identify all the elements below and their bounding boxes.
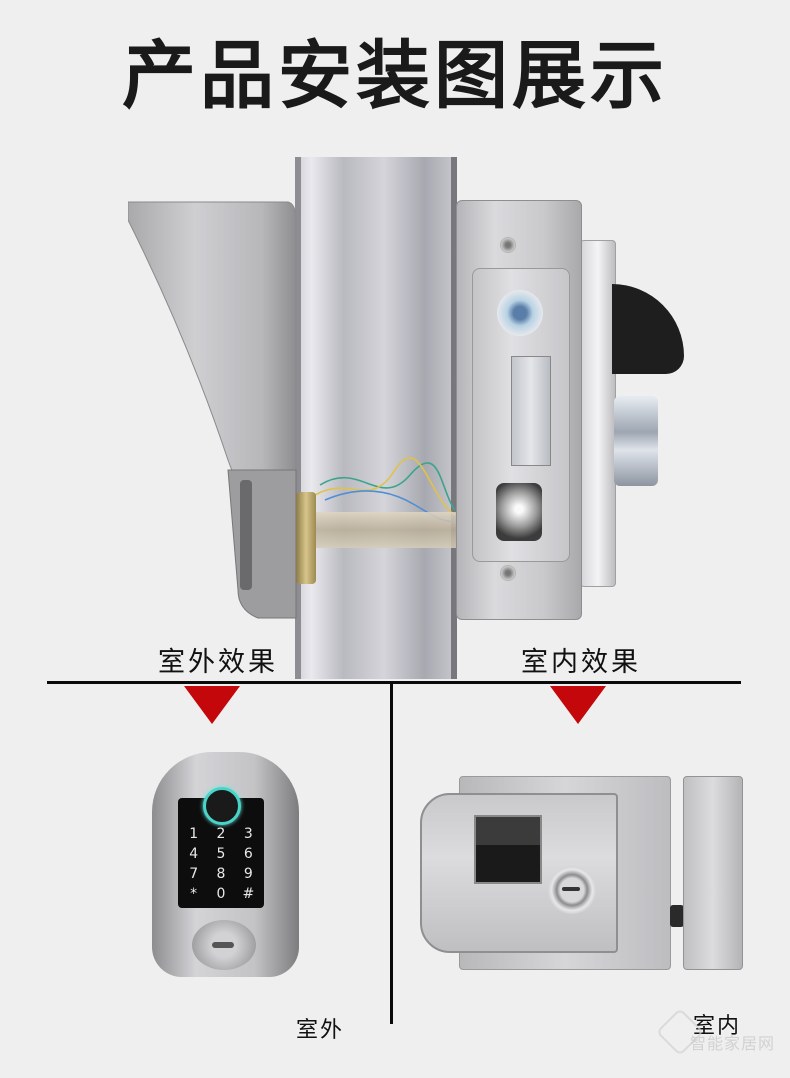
keypad-grid: 1 2 3 4 5 6 7 8 9 * 0 # (180, 826, 262, 903)
key-7: 7 (189, 866, 199, 882)
latch-bolt (670, 905, 684, 927)
vertical-divider (390, 681, 393, 1024)
indoor-lock-housing (580, 240, 616, 587)
outdoor-caption: 室外 (296, 1018, 345, 1043)
thumb-turn-lever (476, 817, 540, 845)
horizontal-divider (47, 681, 741, 684)
outdoor-lock-body (128, 201, 297, 619)
key-6: 6 (243, 846, 253, 862)
key-0: 0 (216, 886, 226, 902)
fingerprint-sensor-icon (203, 787, 241, 825)
down-arrow-icon (550, 686, 606, 724)
door-sensor-icon (497, 290, 543, 336)
lock-cylinder (296, 492, 316, 584)
door-frame-edge-right (451, 157, 457, 679)
door-frame (295, 157, 457, 679)
outdoor-effect-label: 室外效果 (158, 647, 278, 678)
keyhole-icon (212, 942, 234, 948)
door-frame-edge-left (295, 157, 301, 679)
keyhole-icon (562, 887, 580, 891)
indoor-caption: 室内 (693, 1014, 742, 1039)
latch-ball (496, 483, 542, 541)
key-star: * (190, 886, 198, 902)
key-1: 1 (189, 826, 199, 842)
indoor-effect-label: 室内效果 (521, 647, 641, 678)
key-2: 2 (216, 826, 226, 842)
key-4: 4 (189, 846, 199, 862)
lock-spindle (316, 512, 461, 548)
key-5: 5 (216, 846, 226, 862)
watermark-text: 智能家居网 (690, 1034, 776, 1053)
page-title: 产品安装图展示 (122, 33, 668, 119)
key-8: 8 (216, 866, 226, 882)
indoor-lever-icon (612, 284, 684, 374)
strike-box (683, 776, 743, 970)
indoor-thumb-knob (614, 396, 658, 486)
screw-icon (500, 565, 516, 581)
strike-bar (511, 356, 551, 466)
key-3: 3 (243, 826, 253, 842)
screw-icon (500, 237, 516, 253)
key-9: 9 (243, 866, 253, 882)
down-arrow-icon (184, 686, 240, 724)
key-hash: # (242, 886, 255, 902)
